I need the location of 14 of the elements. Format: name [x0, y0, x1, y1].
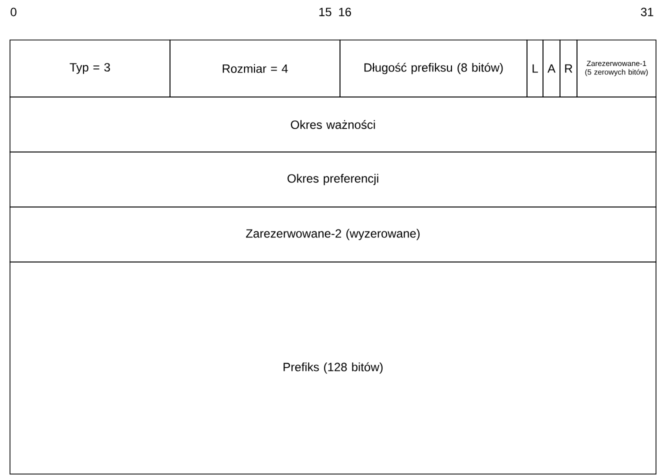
- field-box: R: [560, 40, 578, 98]
- field-box: Okres ważności: [10, 96, 656, 152]
- bit-number: 0: [10, 8, 16, 16]
- field-box: Długość prefiksu (8 bitów): [340, 40, 528, 98]
- field-box: Okres preferencji: [10, 152, 656, 208]
- field-box: Typ = 3: [10, 40, 170, 98]
- field-box: Zarezerwowane-2 (wyzerowane): [10, 206, 656, 262]
- field-box: Rozmiar = 4: [170, 40, 340, 98]
- bit-number: 15: [319, 8, 332, 16]
- field-box: Prefiks (128 bitów): [10, 262, 656, 474]
- bit-number: 31: [640, 8, 654, 16]
- bit-number: 16: [339, 8, 352, 16]
- field-box: A: [542, 40, 560, 98]
- field-box: L: [526, 40, 544, 98]
